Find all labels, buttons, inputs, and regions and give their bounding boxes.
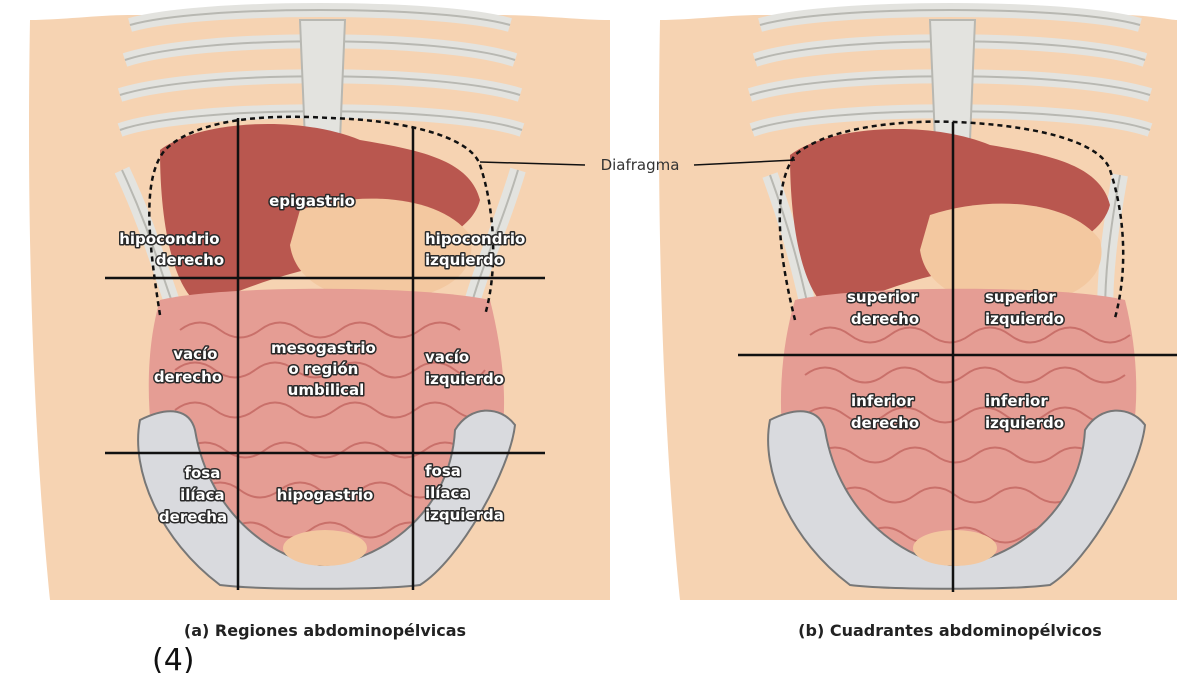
figure-number: (4) bbox=[152, 643, 195, 673]
label-hipogastrio: hipogastrio bbox=[277, 486, 374, 504]
panel-regions: hipocondrio derecho epigastrio hipocondr… bbox=[29, 10, 610, 640]
callout-label: Diafragma bbox=[601, 156, 680, 174]
caption-quadrants: (b) Cuadrantes abdominopélvicos bbox=[798, 621, 1102, 640]
bladder-b bbox=[913, 530, 997, 566]
label-epigastrio: epigastrio bbox=[269, 192, 355, 210]
caption-regions: (a) Regiones abdominopélvicas bbox=[184, 621, 466, 640]
panel-quadrants: superior derecho superior izquierdo infe… bbox=[659, 10, 1177, 640]
bladder bbox=[283, 530, 367, 566]
